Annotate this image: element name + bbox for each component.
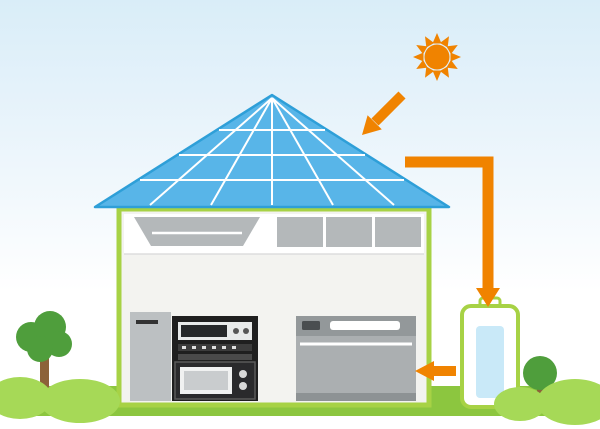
oven-display-screen: [181, 325, 227, 337]
sun-core: [424, 44, 450, 70]
right-plants: [494, 356, 600, 425]
bush: [494, 387, 546, 421]
left-tree: [16, 311, 72, 398]
oven-button: [212, 346, 216, 349]
bush: [0, 377, 52, 419]
sun-ray: [439, 66, 449, 78]
small-tree-foliage: [523, 356, 557, 390]
arrowhead-icon: [362, 115, 382, 135]
bush: [537, 379, 600, 425]
left-bushes: [0, 377, 120, 423]
oven-button: [222, 346, 226, 349]
oven-lower-strip: [178, 354, 252, 360]
panel-grid-line: [271, 97, 334, 206]
oven-knob: [233, 328, 239, 334]
oven-button: [232, 346, 236, 349]
panel-grid-line: [271, 97, 395, 206]
storage-battery: [460, 296, 520, 409]
tree-trunk: [40, 348, 49, 398]
sun-ray: [416, 45, 428, 55]
kitchen-appliances: [130, 312, 416, 401]
arrow-shaft: [405, 156, 494, 290]
sun-ray: [432, 33, 442, 44]
dishwasher-display: [302, 321, 320, 330]
refrigerator: [130, 312, 171, 401]
dishwasher-slot: [330, 321, 400, 330]
house: [116, 206, 432, 408]
microwave-knob: [239, 370, 247, 378]
microwave-knob: [239, 382, 247, 390]
sun-ray: [413, 52, 424, 62]
sun-ray: [425, 66, 435, 78]
arrow-shaft: [371, 91, 406, 126]
arrow-battery-to-appliances: [415, 361, 456, 381]
sun-ray: [446, 45, 458, 55]
solar-panel-roof: [93, 93, 451, 209]
panel-grid-line: [210, 97, 273, 206]
arrow-roof-to-battery: [405, 156, 500, 307]
panel-grid-line: [149, 97, 273, 206]
dishwasher-base: [296, 393, 416, 401]
upstairs-window: [277, 217, 323, 247]
sun-icon: [413, 33, 461, 81]
oven-button: [192, 346, 196, 349]
range-hood: [134, 217, 260, 246]
arrow-sun-to-roof: [362, 91, 406, 135]
microwave-window-inner: [184, 371, 228, 390]
sun-ray: [425, 36, 435, 48]
sun-ray: [446, 59, 458, 69]
arrowhead-icon: [415, 361, 434, 381]
upstairs-window: [326, 217, 372, 247]
bush: [40, 379, 120, 423]
tree-foliage: [27, 336, 53, 362]
oven-button: [202, 346, 206, 349]
upstairs-window: [375, 217, 421, 247]
oven-button: [182, 346, 186, 349]
energy-flow-arrows: [362, 91, 500, 381]
refrigerator-handle: [136, 320, 158, 324]
sun-ray: [439, 36, 449, 48]
panel-grid: [140, 97, 404, 206]
sun-ray: [432, 70, 442, 81]
sun-ray: [416, 59, 428, 69]
oven-knob: [243, 328, 249, 334]
sun-ray: [450, 52, 461, 62]
battery-charge-level: [476, 326, 504, 398]
arrowhead-icon: [476, 288, 500, 307]
